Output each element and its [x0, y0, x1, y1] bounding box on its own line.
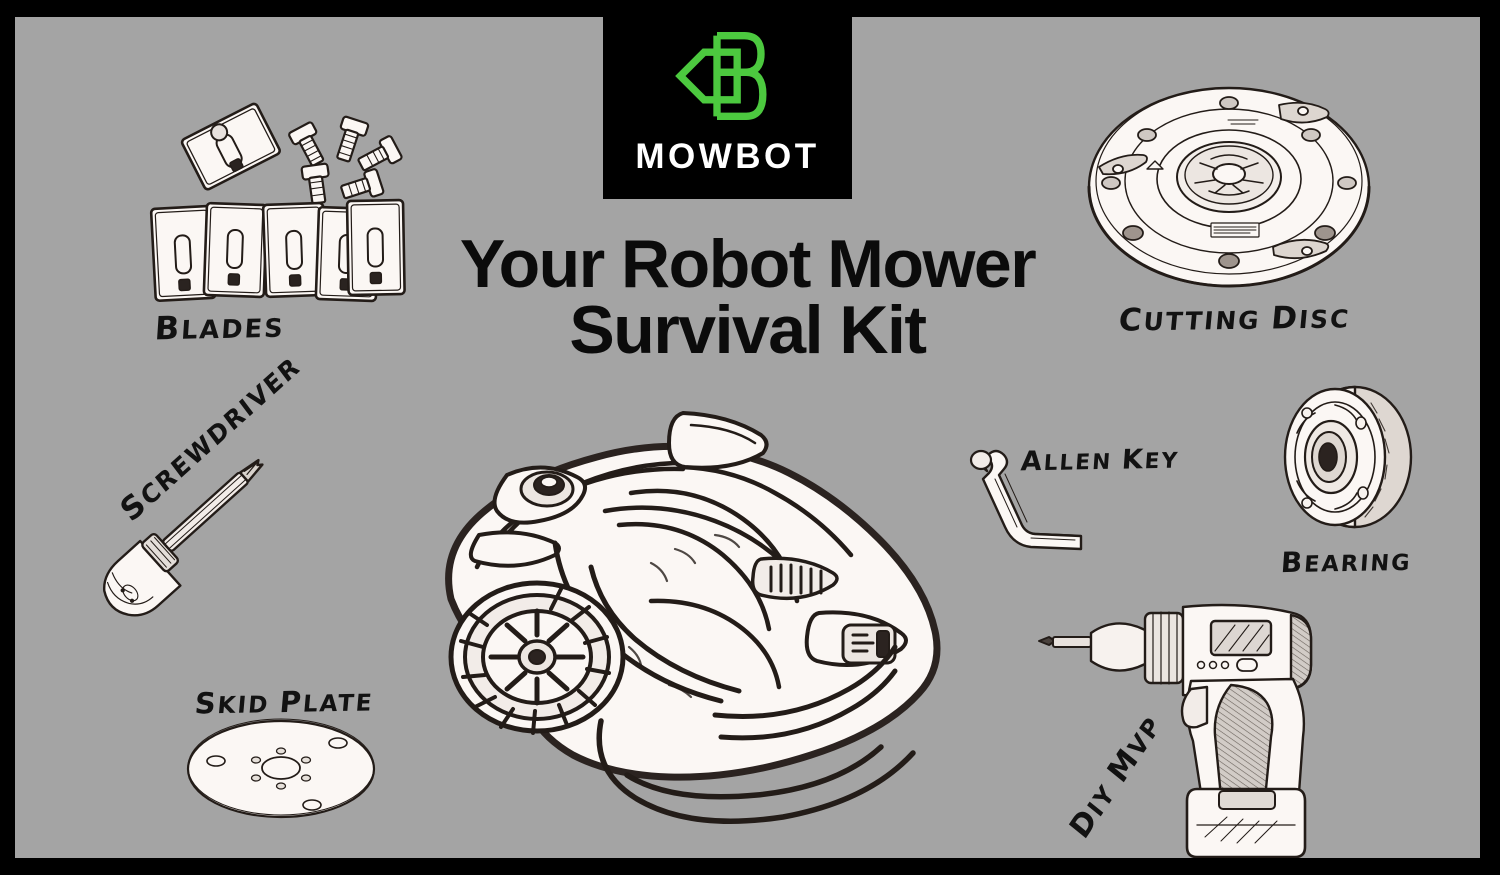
allen-key-icon	[953, 441, 1101, 551]
label-blades: BLADES	[153, 308, 286, 348]
label-allen-key: ALLEN KEY	[1019, 444, 1180, 478]
cutting-disc-icon	[1083, 75, 1375, 297]
mowbot-b-logo-icon	[674, 32, 767, 120]
skid-plate-icon	[183, 713, 379, 827]
label-skid-plate: SKID PLATE	[193, 684, 375, 721]
brand-wordmark: MOWBOT	[635, 137, 820, 176]
bearing-icon	[1279, 383, 1419, 531]
label-cutting-disc: CUTTING DISC	[1117, 300, 1352, 339]
robot-mower-icon	[415, 385, 945, 855]
cordless-drill-icon	[1015, 593, 1355, 858]
brand-logo-block: MOWBOT	[603, 0, 852, 199]
screwdriver-icon	[73, 417, 323, 647]
mower-blades-icon	[145, 85, 406, 307]
label-bearing: BEARING	[1279, 545, 1413, 580]
